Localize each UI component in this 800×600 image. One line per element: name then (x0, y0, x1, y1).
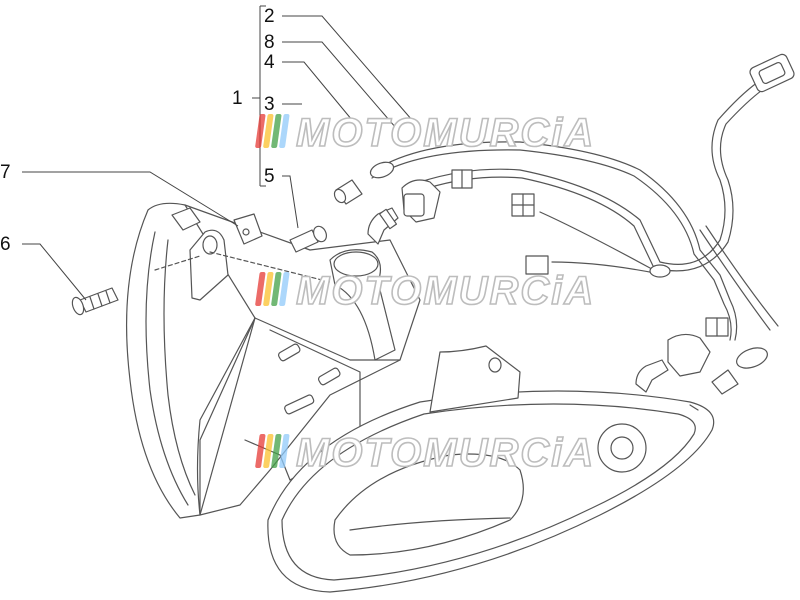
callout-6: 6 (0, 234, 11, 255)
watermark-stripe (255, 114, 266, 148)
headlight-lens (267, 345, 715, 593)
leader-lines (22, 5, 413, 301)
clip-7 (233, 213, 263, 245)
bulb-small (333, 179, 739, 395)
watermark-text: MOTOMURCiA (296, 111, 595, 155)
screw-6 (71, 287, 119, 316)
callout-7: 7 (0, 162, 11, 183)
watermark-stripe (263, 272, 274, 306)
watermark-stripe (271, 434, 282, 468)
watermark-text: MOTOMURCiA (296, 269, 595, 313)
watermark-stripe (263, 434, 274, 468)
bulb-h4-lower (635, 359, 669, 393)
callout-1: 1 (232, 88, 243, 109)
callout-5: 5 (264, 166, 275, 187)
callout-2: 2 (264, 6, 275, 27)
watermark-top: MOTOMURCiA (255, 110, 595, 156)
callout-labels: 2 8 4 1 3 5 7 6 (0, 6, 275, 255)
headlight-housing (125, 202, 421, 519)
watermark-stripe (255, 272, 266, 306)
callout-3: 3 (264, 94, 275, 115)
wiring-harness (369, 53, 795, 377)
watermark-stripe (255, 434, 266, 468)
watermark-text: MOTOMURCiA (296, 431, 595, 475)
screw-5 (289, 225, 328, 253)
watermark-stripe (279, 272, 290, 306)
watermark-bottom: MOTOMURCiA (255, 430, 595, 476)
watermark-stripe (271, 272, 282, 306)
callout-4: 4 (264, 52, 275, 73)
watermark-stripe (263, 114, 274, 148)
callout-8: 8 (264, 32, 275, 53)
watermark-middle: MOTOMURCiA (255, 268, 595, 314)
watermark-stripe (279, 114, 290, 148)
bulb-h4 (367, 207, 399, 245)
watermark-stripe (271, 114, 282, 148)
watermark-stripe (279, 434, 290, 468)
